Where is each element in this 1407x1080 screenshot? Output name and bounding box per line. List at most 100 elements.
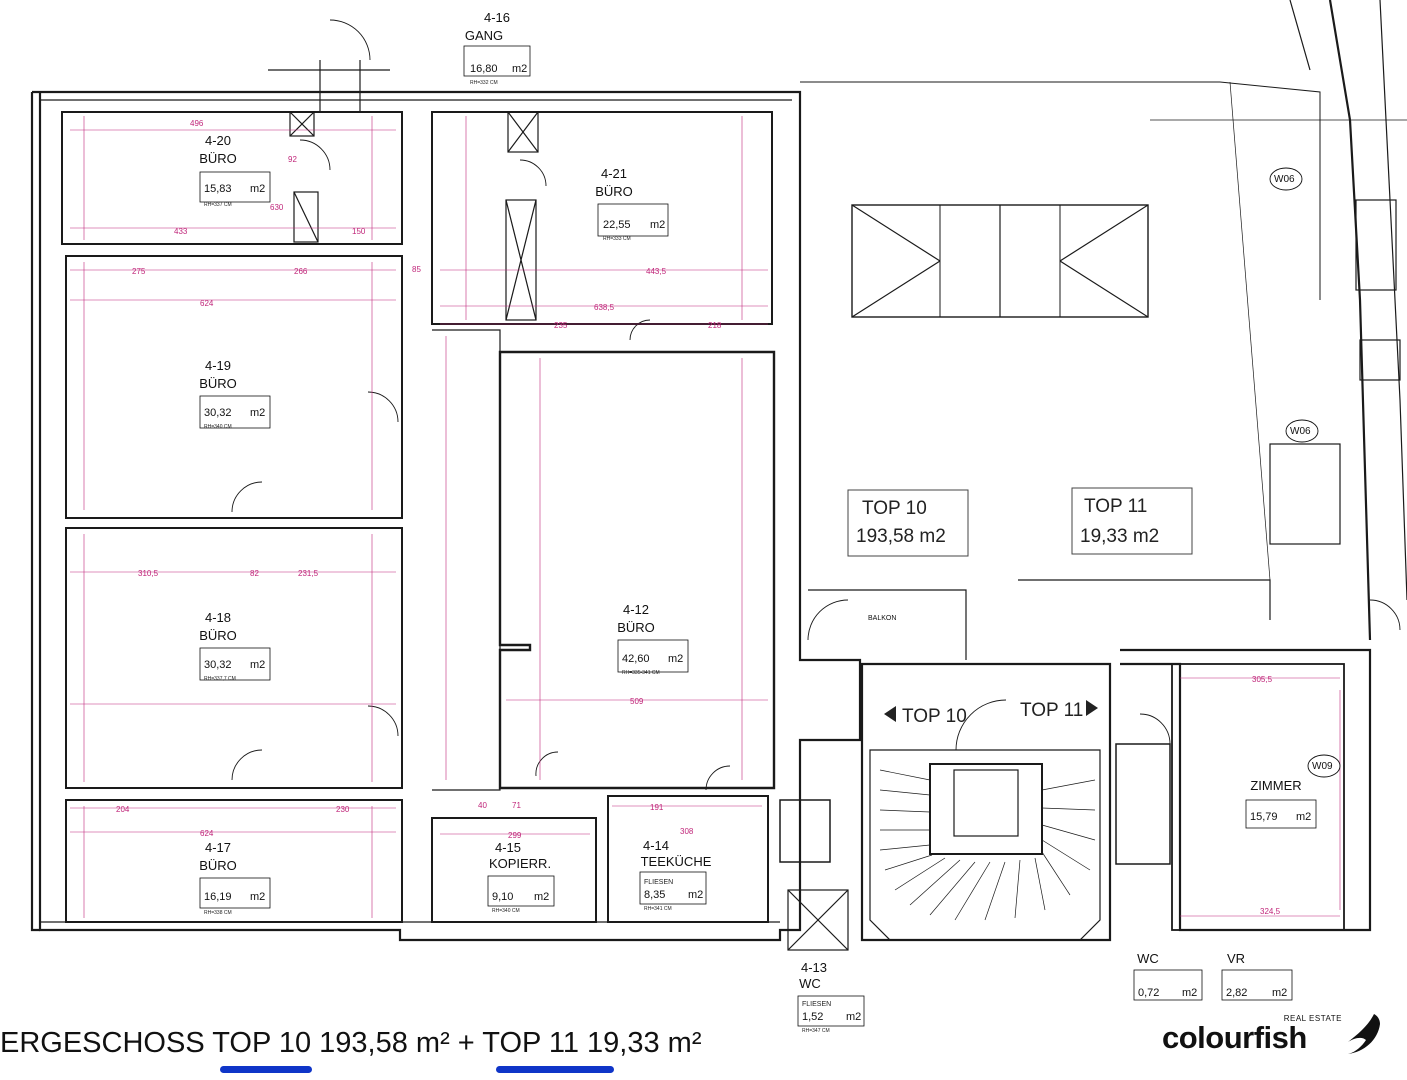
room-area-unit: m2 bbox=[1296, 811, 1311, 823]
room-area-unit: m2 bbox=[250, 407, 265, 419]
dim-label: 204 bbox=[116, 805, 130, 814]
room-area-unit: m2 bbox=[1182, 987, 1197, 999]
balkon-label: BALKON bbox=[868, 615, 896, 622]
caption-floor: ERGESCHOSS bbox=[0, 1027, 213, 1059]
dim-label: 630 bbox=[270, 203, 284, 212]
room-name: BÜRO bbox=[617, 620, 655, 635]
room-height: RH=337,7 CM bbox=[204, 676, 236, 682]
room-name: ZIMMER bbox=[1250, 778, 1301, 793]
brand-name: colourfish bbox=[1162, 1020, 1307, 1055]
room-area: 0,72 bbox=[1138, 987, 1159, 999]
room-name: BÜRO bbox=[199, 858, 237, 873]
room-height: RH=338 CM bbox=[204, 910, 232, 916]
room-area-unit: m2 bbox=[846, 1011, 861, 1023]
dim-label: 305,5 bbox=[1252, 675, 1273, 684]
room-number: 4-18 bbox=[205, 610, 231, 625]
room-name: BÜRO bbox=[199, 376, 237, 391]
room-area: 2,82 bbox=[1226, 987, 1247, 999]
window-tag: W06 bbox=[1290, 426, 1311, 437]
room-number: 4-17 bbox=[205, 840, 231, 855]
stair-top10-label: TOP 10 bbox=[902, 706, 967, 727]
top11-underline bbox=[496, 1066, 614, 1073]
room-height: RH=347 CM bbox=[802, 1028, 830, 1034]
arrow-right-icon bbox=[1086, 700, 1098, 716]
dim-label: 308 bbox=[680, 827, 694, 836]
room-area-unit: m2 bbox=[250, 891, 265, 903]
dim-label: 433 bbox=[174, 227, 188, 236]
dim-label: 275 bbox=[132, 267, 146, 276]
room-number: 4-15 bbox=[495, 840, 521, 855]
top11-area: 19,33 m2 bbox=[1080, 526, 1159, 547]
top10-underline bbox=[220, 1066, 312, 1073]
room-area: 1,52 bbox=[802, 1011, 823, 1023]
room-area-unit: m2 bbox=[250, 183, 265, 195]
dim-label: 92 bbox=[288, 155, 297, 164]
room-height: RH=340 CM bbox=[492, 908, 520, 914]
dim-label: 496 bbox=[190, 119, 204, 128]
room-name: BÜRO bbox=[199, 151, 237, 166]
room-floor: FLIESEN bbox=[802, 1001, 831, 1008]
top11-label: TOP 11 bbox=[1084, 496, 1147, 517]
dim-label: 509 bbox=[630, 697, 644, 706]
room-number: 4-12 bbox=[623, 602, 649, 617]
brand-logo: REAL ESTATE colourfish bbox=[1160, 1010, 1390, 1062]
room-area: 42,60 bbox=[622, 653, 650, 665]
dim-label: 324,5 bbox=[1260, 907, 1281, 916]
room-name: TEEKÜCHE bbox=[641, 854, 712, 869]
room-area-unit: m2 bbox=[534, 891, 549, 903]
dim-label: 230 bbox=[336, 805, 350, 814]
room-name: GANG bbox=[465, 28, 503, 43]
top10-area: 193,58 m2 bbox=[856, 526, 946, 547]
room-height: RH=337 CM bbox=[204, 202, 232, 208]
dim-label: 82 bbox=[250, 569, 259, 578]
room-area: 16,80 bbox=[470, 63, 498, 75]
fish-logo-icon bbox=[1348, 1014, 1380, 1054]
dim-label: 624 bbox=[200, 829, 214, 838]
dim-label: 624 bbox=[200, 299, 214, 308]
room-area: 9,10 bbox=[492, 891, 513, 903]
room-height: RH=333 CM bbox=[603, 236, 631, 242]
dim-label: 638,5 bbox=[594, 303, 615, 312]
room-area: 8,35 bbox=[644, 889, 665, 901]
brand-tagline: REAL ESTATE bbox=[1283, 1014, 1342, 1023]
room-number: 4-13 bbox=[801, 960, 827, 975]
room-area-unit: m2 bbox=[512, 63, 527, 75]
dim-label: 443,5 bbox=[646, 267, 667, 276]
room-height: RH=335-341 CM bbox=[622, 670, 660, 676]
room-area: 22,55 bbox=[603, 219, 631, 231]
room-name: KOPIERR. bbox=[489, 856, 551, 871]
dim-label: 266 bbox=[294, 267, 308, 276]
dim-label: 310,5 bbox=[138, 569, 159, 578]
room-number: 4-14 bbox=[643, 838, 669, 853]
dim-label: 150 bbox=[352, 227, 366, 236]
top10-label: TOP 10 bbox=[862, 498, 927, 519]
room-number: 4-19 bbox=[205, 358, 231, 373]
room-height: RH=341 CM bbox=[644, 906, 672, 912]
caption-top10-area: 193,58 m² + bbox=[311, 1027, 483, 1059]
room-area: 15,83 bbox=[204, 183, 232, 195]
dim-label: 191 bbox=[650, 803, 664, 812]
room-name: WC bbox=[1137, 951, 1159, 966]
room-area-unit: m2 bbox=[650, 219, 665, 231]
room-area: 16,19 bbox=[204, 891, 232, 903]
room-name: WC bbox=[799, 976, 821, 991]
room-area-unit: m2 bbox=[688, 889, 703, 901]
dim-label: 299 bbox=[508, 831, 522, 840]
dim-label: 231,5 bbox=[298, 569, 319, 578]
room-number: 4-21 bbox=[601, 166, 627, 181]
room-name: BÜRO bbox=[199, 628, 237, 643]
room-area: 30,32 bbox=[204, 659, 232, 671]
floor-caption: ERGESCHOSS TOP 10 193,58 m² + TOP 11 19,… bbox=[0, 1027, 701, 1060]
room-height: RH=340 CM bbox=[204, 424, 232, 430]
room-area: 15,79 bbox=[1250, 811, 1278, 823]
room-name: BÜRO bbox=[595, 184, 633, 199]
room-number: 4-16 bbox=[484, 10, 510, 25]
room-name: VR bbox=[1227, 951, 1245, 966]
window-tag: W06 bbox=[1274, 174, 1295, 185]
dim-label: 85 bbox=[412, 265, 421, 274]
room-area: 30,32 bbox=[204, 407, 232, 419]
stair-top11-label: TOP 11 bbox=[1020, 700, 1083, 721]
room-floor: FLIESEN bbox=[644, 879, 673, 886]
dim-label: 40 bbox=[478, 801, 487, 810]
